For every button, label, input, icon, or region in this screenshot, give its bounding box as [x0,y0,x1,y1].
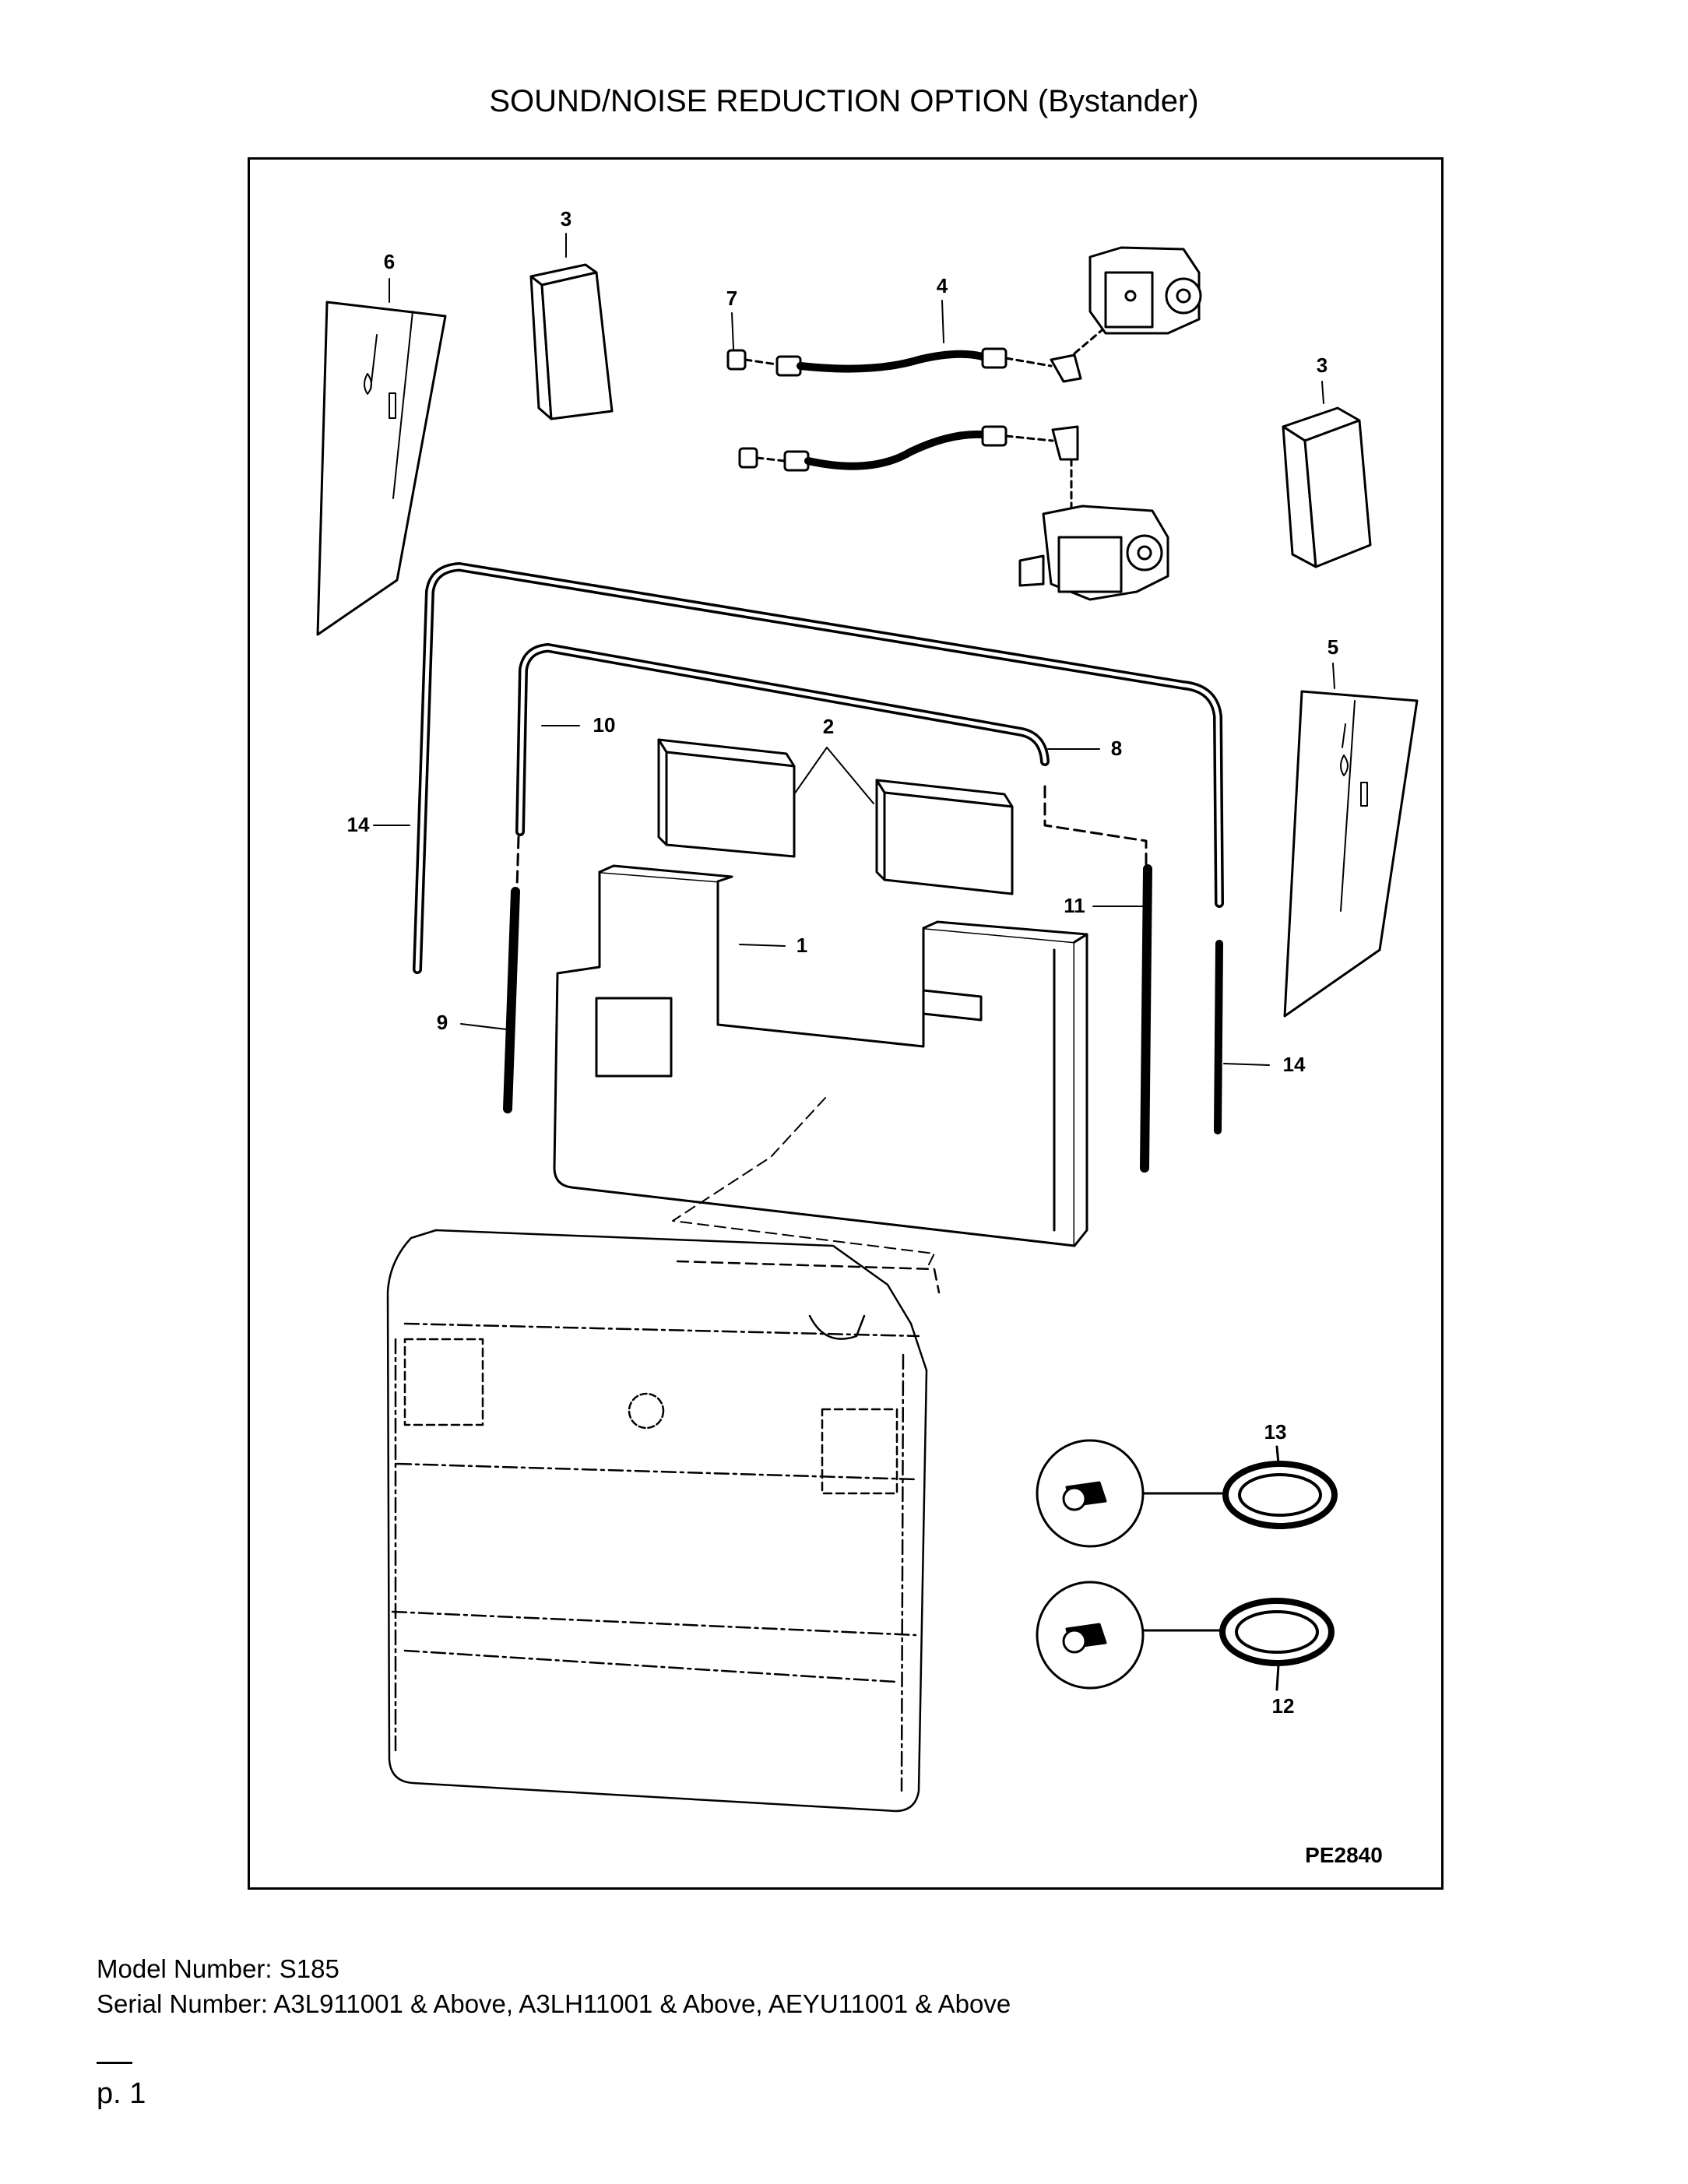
lower-hydraulic-pump [1018,505,1169,601]
part-13-detail [1036,1439,1338,1548]
callout-5: 5 [1328,635,1338,659]
callout-3-left: 3 [561,207,571,230]
part-8-inner-seal [515,643,1148,889]
callout-12: 12 [1272,1694,1295,1718]
callout-7: 7 [726,287,737,310]
upper-hydraulic-pump [1088,246,1202,335]
callout-2: 2 [823,715,834,738]
part-3-right-foam-block [1282,406,1372,568]
callout-14-left: 14 [347,813,370,836]
callout-1: 1 [797,934,807,957]
callout-9: 9 [437,1011,448,1034]
callout-3-right: 3 [1317,353,1328,377]
lower-hose-assembly [738,425,1079,515]
callout-6: 6 [384,250,395,273]
callout-numbers: 3 6 7 4 3 5 10 2 8 14 11 1 9 14 13 12 PE… [347,207,1383,1867]
page-number: p. 1 [97,2077,146,2110]
part-1-main-foam-panel [553,864,1088,1270]
callout-leader-lines [373,233,1335,1066]
part-12-detail [1036,1581,1335,1691]
diagram-frame [248,157,1444,1890]
part-14-outer-seal [413,562,1224,1134]
callout-14-right: 14 [1283,1053,1306,1076]
serial-number: Serial Number: A3L911001 & Above, A3LH11… [97,1989,1011,2018]
part-4-upper-hose-assembly [726,325,1107,383]
page-rule [97,2062,132,2064]
part-6-left-side-panel [316,301,447,636]
callout-4: 4 [937,274,948,297]
diagram-id: PE2840 [1305,1843,1383,1867]
page-title: SOUND/NOISE REDUCTION OPTION (Bystander) [489,84,1199,118]
machine-rear-body-outline [386,1229,941,1813]
part-9-strip [503,887,520,1113]
callout-11: 11 [1064,894,1085,917]
model-number: Model Number: S185 [97,1954,339,1983]
part-2-foam-pads [657,738,1014,895]
part-3-left-foam-block [529,263,614,420]
callout-10: 10 [593,713,616,737]
part-5-right-side-panel [1283,690,1419,1018]
callout-8: 8 [1111,737,1122,760]
callout-13: 13 [1264,1420,1287,1444]
part-11-strip [1140,864,1152,1173]
